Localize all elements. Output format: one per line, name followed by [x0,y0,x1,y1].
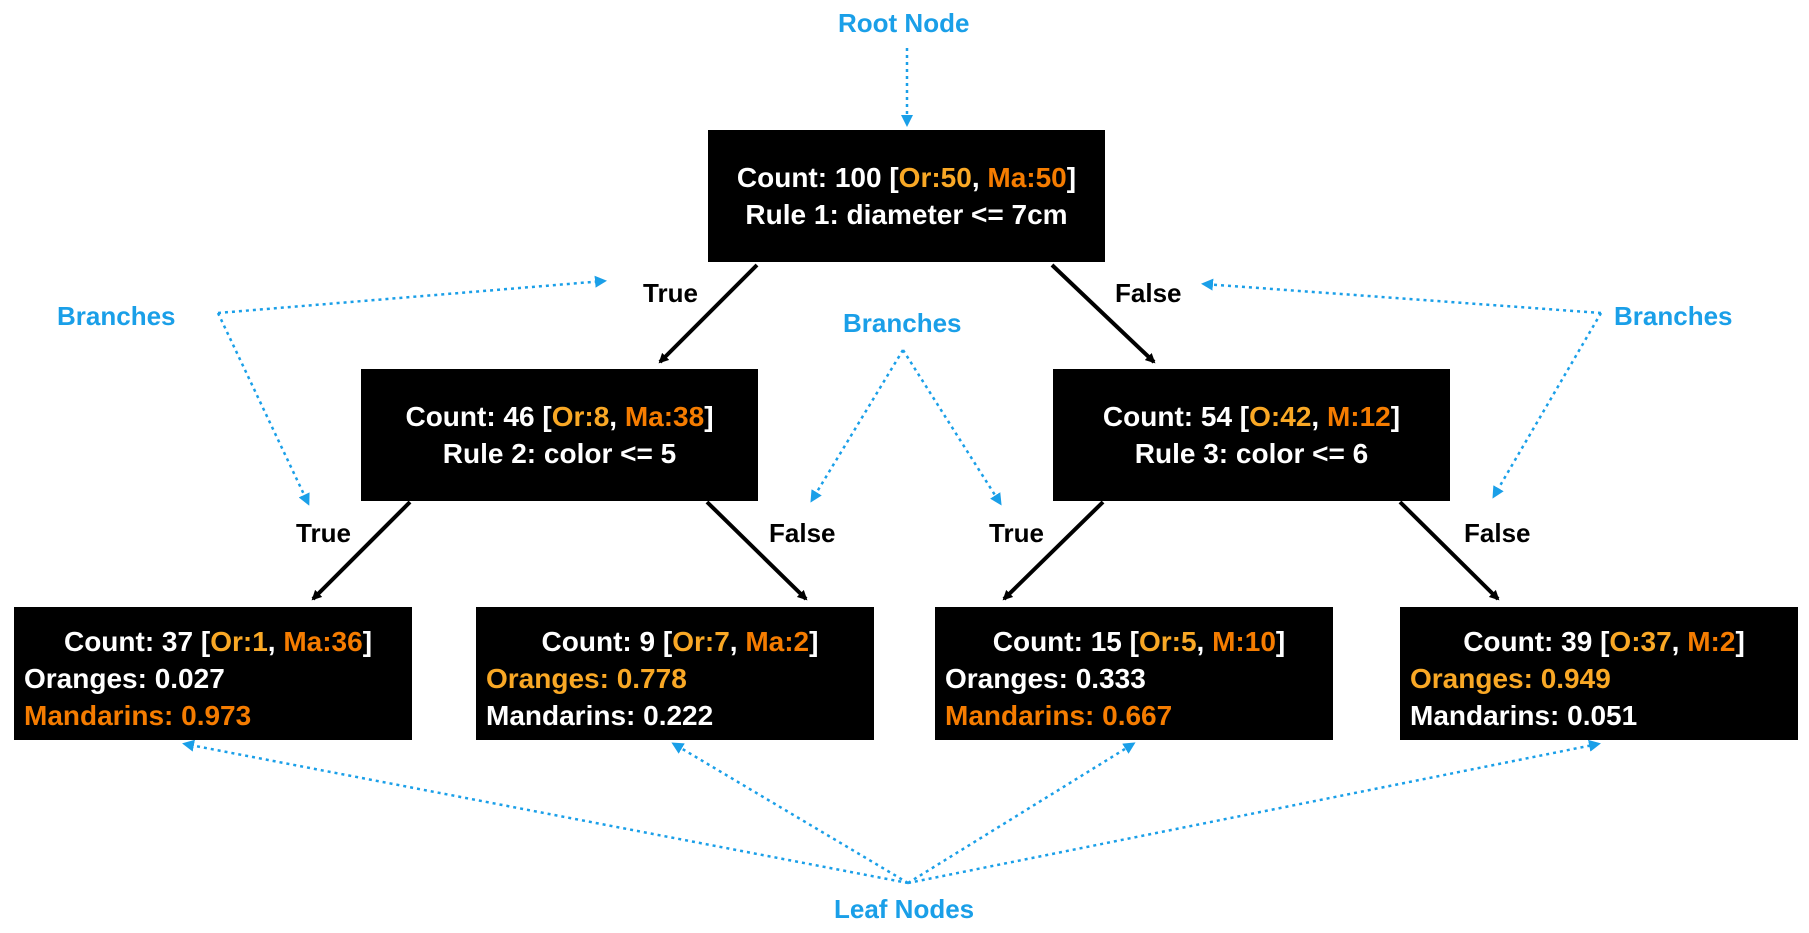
mandarins-probability: Mandarins: 0.973 [24,700,252,731]
pointer-leaf-2 [671,742,909,885]
oranges-probability: Oranges: 0.778 [486,663,687,694]
internal-node-rule-3: Count: 54 [O:42, M:12] Rule 3: color <= … [1053,369,1450,501]
mandarins-count: Ma:50 [987,162,1067,193]
edge-rule3-true [1002,500,1105,601]
node-rule: Rule 3: color <= 6 [1134,438,1369,469]
oranges-probability: Oranges: 0.027 [24,663,225,694]
mandarins-count: M:10 [1212,626,1276,657]
pointer-leaf-1 [182,739,909,885]
count-text: Count: 46 [ [405,401,552,432]
leaf-node-1: Count: 37 [Or:1, Ma:36] Oranges: 0.027 M… [14,607,412,740]
mandarins-count: Ma:36 [283,626,363,657]
leaf-nodes-label: Leaf Nodes [834,894,975,924]
separator: , [1311,401,1327,432]
mandarins-probability: Mandarins: 0.051 [1410,700,1638,731]
edge-label-true: True [989,518,1044,548]
edge-label-false: False [769,518,836,548]
root-node: Count: 100 [Or:50, Ma:50] Rule 1: diamet… [708,130,1105,262]
edge-label-true: True [296,518,351,548]
oranges-count: Or:50 [898,162,972,193]
separator: , [1196,626,1213,657]
node-count-line: Count: 15 [Or:5, M:10] [945,623,1333,660]
bracket-close: ] [1735,626,1745,657]
edge-rule2-true [311,500,412,601]
mandarins-count: M:2 [1687,626,1736,657]
count-text: Count: 39 [ [1463,626,1610,657]
branches-label-left: Branches [57,301,176,331]
node-count-line: Count: 9 [Or:7, Ma:2] [486,623,874,660]
leaf-node-3: Count: 15 [Or:5, M:10] Oranges: 0.333 Ma… [935,607,1333,740]
node-rule: Rule 2: color <= 5 [442,438,677,469]
mandarins-probability: Mandarins: 0.222 [486,700,714,731]
node-count-line: Count: 54 [O:42, M:12] [1103,398,1400,435]
edge-root-true [658,263,759,364]
bracket-close: ] [809,626,819,657]
oranges-count: Or:8 [551,401,610,432]
pointer-branches-left-a [217,275,607,315]
separator: , [971,162,988,193]
oranges-count: Or:1 [210,626,268,657]
edge-label-false: False [1464,518,1531,548]
oranges-count: Or:5 [1138,626,1197,657]
node-count-line: Count: 37 [Or:1, Ma:36] [24,623,412,660]
separator: , [1671,626,1688,657]
oranges-probability: Oranges: 0.949 [1410,663,1611,694]
pointer-branches-mid-a [810,349,905,503]
oranges-count: O:37 [1609,626,1672,657]
bracket-close: ] [1066,162,1077,193]
bracket-close: ] [704,401,714,432]
mandarins-probability: Mandarins: 0.667 [945,700,1173,731]
oranges-probability: Oranges: 0.333 [945,663,1146,694]
leaf-node-2: Count: 9 [Or:7, Ma:2] Oranges: 0.778 Man… [476,607,874,740]
pointer-branches-right-a [1201,278,1602,315]
node-rule: Rule 1: diameter <= 7cm [745,199,1068,230]
pointer-leaf-3 [907,742,1136,885]
bracket-close: ] [1390,401,1401,432]
pointer-branches-mid-b [901,349,1002,506]
node-count-line: Count: 100 [Or:50, Ma:50] [737,159,1076,196]
edge-rule3-false [1398,500,1500,601]
edge-label-false: False [1115,278,1182,308]
node-count-line: Count: 39 [O:37, M:2] [1410,623,1798,660]
internal-node-rule-2: Count: 46 [Or:8, Ma:38] Rule 2: color <=… [361,369,758,501]
root-node-label: Root Node [838,8,970,38]
oranges-count: O:42 [1249,401,1312,432]
count-text: Count: 37 [ [63,626,211,657]
node-count-line: Count: 46 [Or:8, Ma:38] [405,398,713,435]
edge-root-false [1050,263,1156,364]
pointer-branches-right-b [1492,312,1603,499]
mandarins-count: Ma:38 [624,401,705,432]
separator: , [267,626,284,657]
pointer-leaf-4 [907,739,1601,885]
mandarins-count: Ma:2 [745,626,810,657]
leaf-node-4: Count: 39 [O:37, M:2] Oranges: 0.949 Man… [1400,607,1798,740]
bracket-close: ] [1275,626,1286,657]
count-text: Count: 54 [ [1102,401,1250,432]
mandarins-count: M:12 [1326,401,1391,432]
oranges-count: Or:7 [672,626,730,657]
count-text: Count: 15 [ [992,626,1139,657]
pointer-branches-left-b [216,312,310,506]
branches-label-center: Branches [843,308,962,338]
count-text: Count: 9 [ [541,626,673,657]
edge-label-true: True [643,278,698,308]
branches-label-right: Branches [1614,301,1733,331]
bracket-close: ] [362,626,373,657]
separator: , [609,401,625,432]
separator: , [729,626,746,657]
count-text: Count: 100 [ [736,162,899,193]
edge-rule2-false [705,500,808,601]
